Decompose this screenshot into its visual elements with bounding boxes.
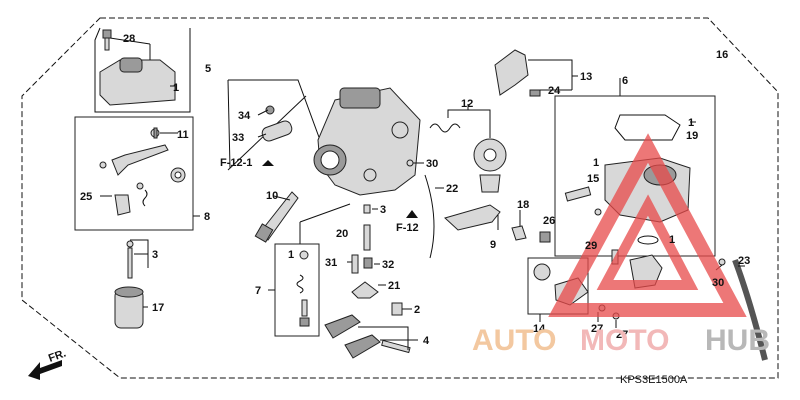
cover-5 xyxy=(99,57,176,106)
callout-4: 4 xyxy=(423,335,430,347)
callout-11: 11 xyxy=(177,129,189,141)
ref-f12-1: F-12-1 xyxy=(220,157,252,169)
callout-1c: 1 xyxy=(688,117,694,129)
part-code: KPS3E1500A xyxy=(620,374,688,386)
callout-1e: 1 xyxy=(669,234,675,246)
outer-frame xyxy=(21,17,779,379)
callout-27a: 27 xyxy=(591,323,603,335)
ref-f12: F-12 xyxy=(396,222,419,234)
bracket-13 xyxy=(494,49,541,97)
callout-12: 12 xyxy=(461,98,473,110)
callout-27b: 27 xyxy=(616,329,628,341)
callout-33: 33 xyxy=(232,132,244,144)
callout-18: 18 xyxy=(517,199,529,211)
callout-19: 19 xyxy=(686,130,698,142)
callout-24: 24 xyxy=(548,85,561,97)
callout-14: 14 xyxy=(533,323,546,335)
callout-3a: 3 xyxy=(152,249,158,261)
f12-arrow xyxy=(406,210,418,218)
callout-1d: 1 xyxy=(593,157,599,169)
callout-7: 7 xyxy=(255,285,261,297)
carburetor-body xyxy=(313,87,421,196)
callout-16: 16 xyxy=(716,49,728,61)
callout-25: 25 xyxy=(80,191,92,203)
slide-valve-17 xyxy=(114,286,144,329)
callout-1a: 1 xyxy=(173,82,179,94)
float-needle-7 xyxy=(296,250,310,327)
bolt-28 xyxy=(102,29,112,51)
callout-26: 26 xyxy=(543,215,555,227)
callout-29: 29 xyxy=(585,240,597,252)
group-box-8 xyxy=(74,116,194,231)
callout-6: 6 xyxy=(622,75,628,87)
gaskets-4 xyxy=(324,314,411,359)
front-arrow-icon xyxy=(28,360,62,380)
choke-parts-33-34 xyxy=(261,105,293,142)
callout-34: 34 xyxy=(238,110,251,122)
callout-13: 13 xyxy=(580,71,592,83)
clip-30b xyxy=(718,258,726,266)
callout-2: 2 xyxy=(414,304,420,316)
callout-30b: 30 xyxy=(712,277,724,289)
clip-30a xyxy=(406,159,414,167)
screw-10 xyxy=(254,191,299,243)
callout-15: 15 xyxy=(587,173,599,185)
callout-31: 31 xyxy=(325,257,337,269)
needle-3 xyxy=(126,240,134,279)
callout-8: 8 xyxy=(204,211,210,223)
group-box-5-bracket xyxy=(94,27,191,113)
lever-9 xyxy=(444,204,551,243)
callout-32: 32 xyxy=(382,259,394,271)
callout-10: 10 xyxy=(266,190,278,202)
front-label: FR. xyxy=(47,347,68,364)
group-box-6 xyxy=(554,95,716,257)
watermark-hub: HUB xyxy=(705,324,770,357)
callout-28: 28 xyxy=(123,33,135,45)
watermark-auto: AUTO xyxy=(472,324,556,357)
group-box-7 xyxy=(274,243,320,337)
watermark-logo xyxy=(548,133,747,317)
callout-22: 22 xyxy=(446,183,458,195)
linkage-8 xyxy=(99,127,186,216)
callout-5: 5 xyxy=(205,63,211,75)
callout-3b: 3 xyxy=(380,204,386,216)
callout-20: 20 xyxy=(336,228,348,240)
watermark-moto: MOTO xyxy=(580,324,669,357)
callout-23: 23 xyxy=(738,255,750,267)
tube-23 xyxy=(732,258,768,361)
callout-30a: 30 xyxy=(426,158,438,170)
callout-17: 17 xyxy=(152,302,164,314)
callout-1b: 1 xyxy=(288,249,294,261)
f121-arrow xyxy=(262,160,274,166)
jets-20-32 xyxy=(351,204,403,316)
tube-22 xyxy=(424,174,435,259)
callout-9: 9 xyxy=(490,239,496,251)
throttle-drum-12 xyxy=(429,123,507,193)
callout-21: 21 xyxy=(388,280,400,292)
